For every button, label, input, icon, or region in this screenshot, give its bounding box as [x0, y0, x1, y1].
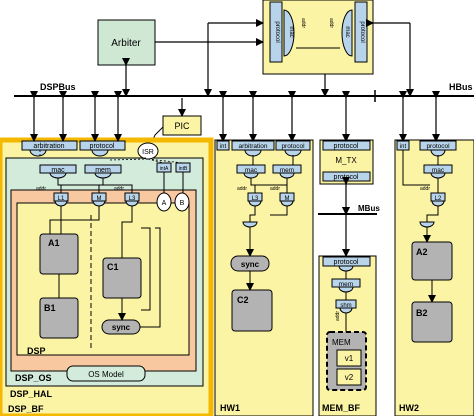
var-v2	[336, 368, 362, 386]
bridge-left-mac: mac	[283, 9, 295, 57]
svg-text:intB: intB	[179, 166, 188, 172]
dsp-mac-l-links	[57, 178, 133, 193]
svg-text:L2: L2	[435, 196, 442, 202]
svg-text:M: M	[285, 196, 290, 202]
svg-text:L1: L1	[58, 196, 65, 202]
arbiter-label: Arbiter	[111, 38, 141, 49]
bridge-addr-left: addr	[300, 18, 306, 28]
bridge-addr-right: addr	[328, 18, 334, 28]
svg-text:C2: C2	[237, 295, 249, 305]
dsp-hal-label: DSP_HAL	[10, 389, 53, 399]
hw2-label: HW2	[399, 403, 419, 413]
mbus-label: MBus	[358, 204, 380, 213]
svg-text:mac: mac	[288, 26, 294, 37]
hw1-links	[250, 155, 294, 193]
svg-text:protocol: protocol	[334, 174, 359, 181]
dsp-bf-label: DSP_BF	[8, 404, 44, 414]
task-c2	[231, 289, 273, 332]
dsp-label: DSP	[27, 346, 46, 356]
isr-label: ISR	[142, 149, 154, 156]
svg-text:protocol: protocol	[90, 143, 115, 150]
svg-text:A1: A1	[48, 238, 60, 248]
hw1-addr-1: addr	[237, 186, 247, 192]
svg-text:protocol: protocol	[359, 21, 365, 42]
dsp-c1-return	[140, 227, 161, 328]
svg-text:B: B	[180, 200, 185, 207]
dsp-protocol-cap-r	[91, 149, 109, 157]
svg-text:MEM: MEM	[332, 338, 351, 347]
task-b2	[411, 301, 453, 343]
hw1-lower-links	[249, 206, 288, 222]
dsp-task-links	[49, 206, 133, 320]
svg-text:OS Model: OS Model	[88, 370, 124, 379]
svg-text:protocol: protocol	[426, 143, 450, 150]
dsp-arbitration	[21, 140, 78, 151]
svg-text:sync: sync	[241, 260, 260, 269]
hbus-label: HBus	[449, 82, 473, 92]
hw2-lower-links	[426, 206, 439, 222]
svg-text:A2: A2	[416, 247, 428, 257]
svg-text:intA: intA	[160, 166, 169, 172]
hw1-frame	[214, 139, 314, 416]
svg-text:shm: shm	[340, 303, 351, 309]
svg-text:mem: mem	[280, 167, 294, 174]
dsp-addr-2: addr	[114, 186, 124, 192]
svg-text:int: int	[400, 144, 407, 150]
svg-text:mac: mac	[245, 167, 258, 174]
svg-text:mac: mac	[344, 26, 350, 37]
svg-text:v1: v1	[345, 354, 354, 363]
mem-bf-label: MEM_BF	[322, 403, 361, 413]
pic-label: PIC	[174, 121, 190, 131]
svg-text:mem: mem	[95, 167, 111, 174]
m-tx-label: M_TX	[335, 156, 357, 165]
svg-text:arbitration: arbitration	[239, 143, 268, 150]
hw1-addr-2: addr	[270, 186, 280, 192]
svg-text:protocol: protocol	[334, 143, 359, 150]
svg-text:mem: mem	[339, 281, 353, 288]
svg-text:protocol: protocol	[334, 259, 359, 266]
hw2-links	[402, 150, 439, 193]
svg-text:L3: L3	[129, 196, 136, 202]
dsp-bus-label: DSPBus	[40, 82, 76, 92]
hw2-addr: addr	[420, 186, 430, 192]
svg-text:mac: mac	[51, 167, 65, 174]
svg-text:L3: L3	[252, 196, 259, 202]
var-v1	[336, 349, 362, 367]
svg-text:protocol: protocol	[281, 143, 305, 150]
bridge-left-protocol: protocol	[269, 1, 283, 63]
int-b-node	[174, 192, 190, 212]
svg-text:M: M	[97, 196, 102, 202]
svg-text:arbitration: arbitration	[33, 143, 64, 150]
hw1-label: HW1	[220, 403, 240, 413]
svg-text:protocol: protocol	[274, 21, 280, 42]
svg-text:C1: C1	[107, 262, 119, 272]
svg-text:int: int	[220, 144, 227, 150]
svg-text:A: A	[162, 200, 167, 207]
svg-text:B1: B1	[44, 303, 56, 313]
svg-text:v2: v2	[345, 373, 354, 382]
bridge-right-mac: mac	[341, 9, 353, 57]
bridge-right-protocol: protocol	[354, 1, 368, 63]
dsp-addr-1: addr	[36, 186, 46, 192]
arbiter-box	[97, 19, 156, 66]
isr-dash-lines	[39, 150, 184, 164]
svg-text:B2: B2	[416, 308, 428, 318]
dsp-os-label: DSP_OS	[15, 373, 52, 383]
os-model-box	[66, 365, 146, 382]
svg-text:mac: mac	[432, 167, 445, 174]
mem-bf-addr: addr	[335, 311, 341, 321]
svg-text:sync: sync	[112, 323, 131, 332]
dsp-protocol-cap-l	[29, 149, 47, 157]
